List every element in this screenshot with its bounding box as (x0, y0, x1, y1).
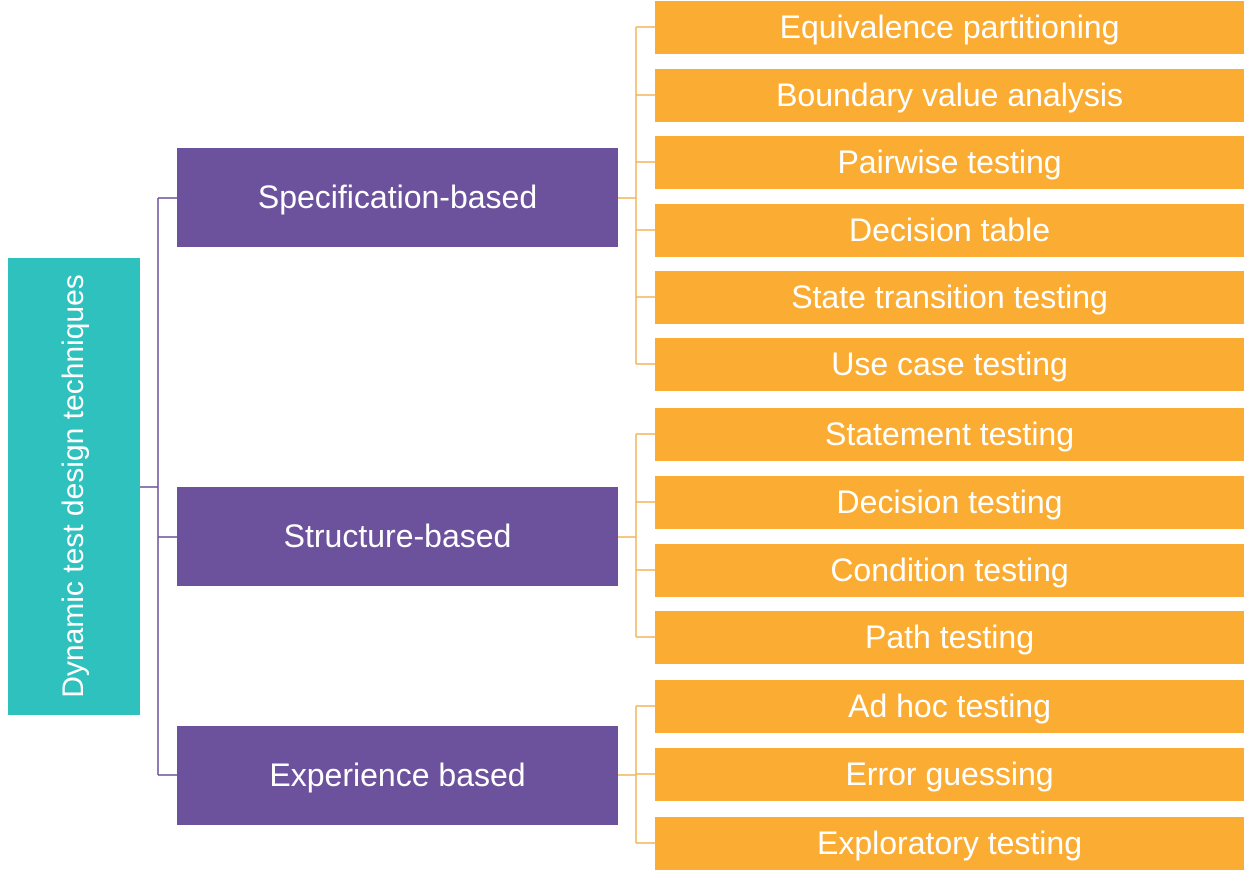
technique-error-guessing: Error guessing (655, 748, 1244, 801)
technique-pairwise-testing: Pairwise testing (655, 136, 1244, 189)
category-specification-based: Specification-based (177, 148, 618, 247)
technique-path-testing: Path testing (655, 611, 1244, 664)
technique-statement-testing: Statement testing (655, 408, 1244, 461)
specification-connectors (618, 26, 655, 365)
technique-boundary-value-analysis: Boundary value analysis (655, 69, 1244, 122)
category-experience-based: Experience based (177, 726, 618, 825)
technique-state-transition-testing: State transition testing (655, 271, 1244, 324)
root-node-label: Dynamic test design techniques (57, 274, 90, 698)
structure-connectors (618, 433, 655, 638)
root-connectors (140, 197, 177, 776)
category-structure-based: Structure-based (177, 487, 618, 586)
technique-decision-testing: Decision testing (655, 476, 1244, 529)
technique-condition-testing: Condition testing (655, 544, 1244, 597)
root-node: Dynamic test design techniques (8, 258, 140, 715)
technique-use-case-testing: Use case testing (655, 338, 1244, 391)
technique-equivalence-partitioning: Equivalence partitioning (655, 1, 1244, 54)
experience-connectors (618, 705, 655, 844)
technique-ad-hoc-testing: Ad hoc testing (655, 680, 1244, 733)
technique-exploratory-testing: Exploratory testing (655, 817, 1244, 870)
technique-decision-table: Decision table (655, 204, 1244, 257)
